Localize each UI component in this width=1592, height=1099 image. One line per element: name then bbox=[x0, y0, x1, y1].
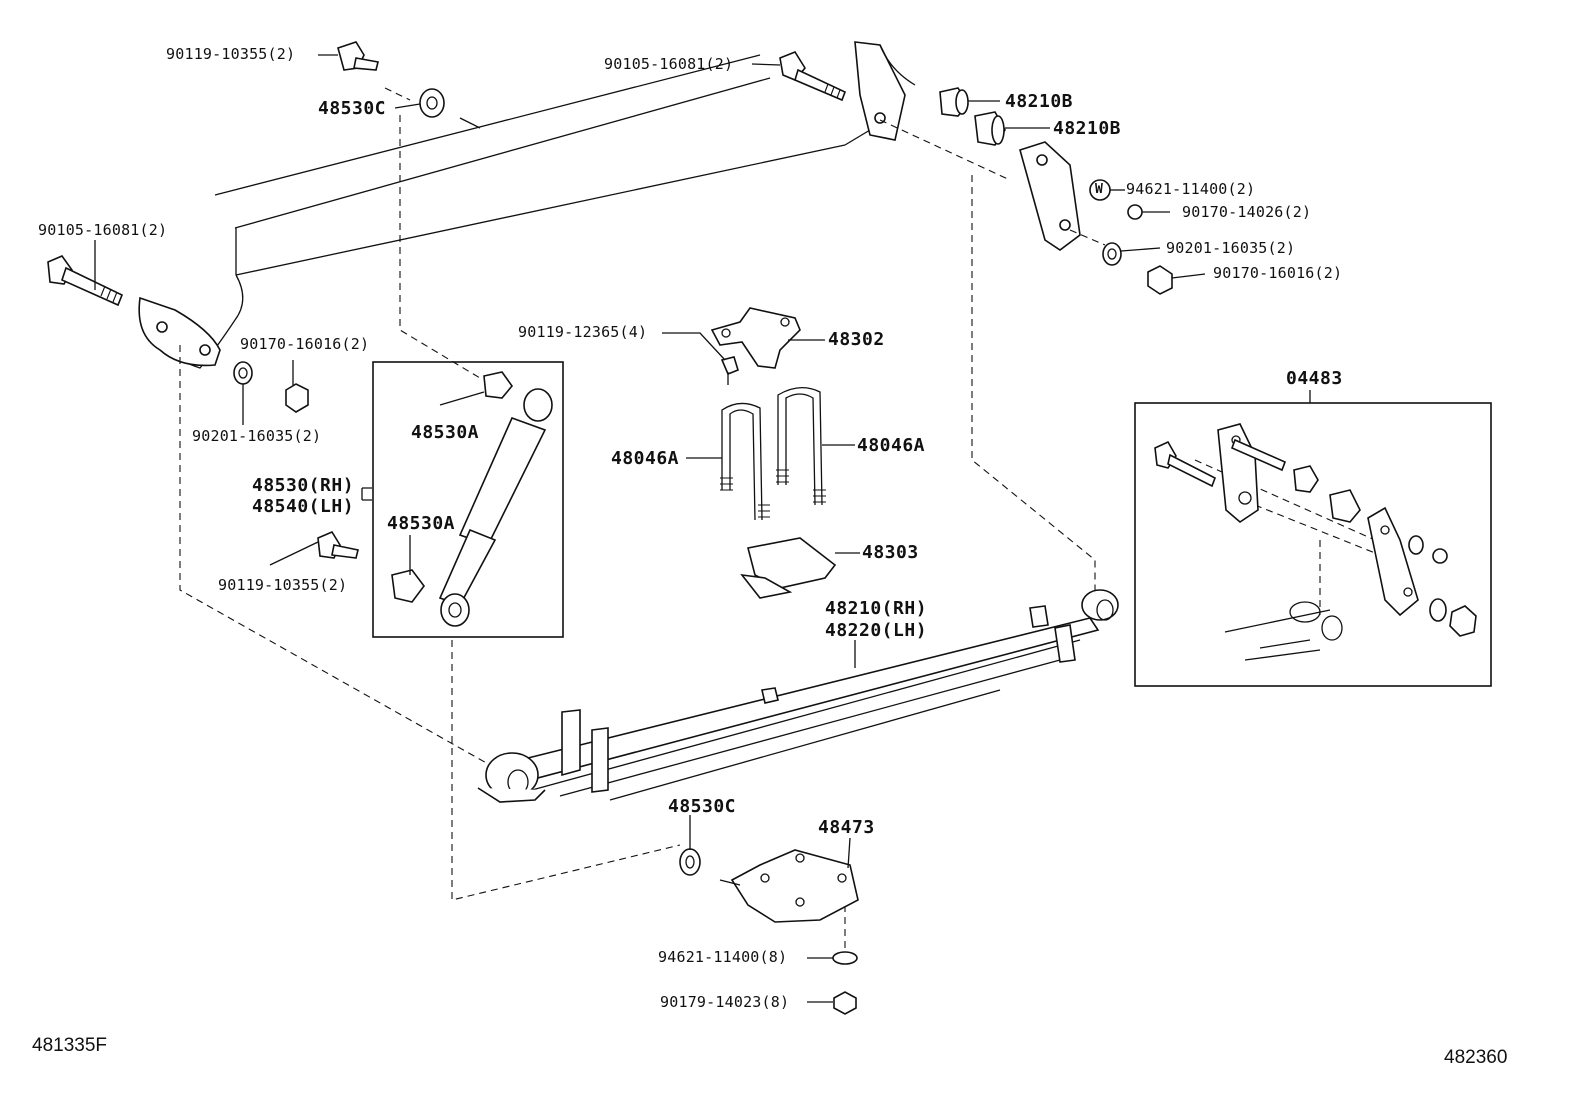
label-48473: 48473 bbox=[818, 817, 875, 838]
bolt-90119-10355-lower bbox=[317, 530, 359, 559]
bolt-90105-16081-left bbox=[47, 255, 124, 307]
nut-90179-14023 bbox=[833, 991, 857, 1015]
label-48046a-right: 48046A bbox=[857, 435, 926, 456]
label-90170-14026: 90170-14026(2) bbox=[1182, 203, 1312, 221]
nut-90170-16016-right bbox=[1147, 265, 1173, 295]
ubolts-48046a bbox=[720, 387, 826, 521]
label-90201-16035-left: 90201-16035(2) bbox=[192, 427, 322, 445]
label-90170-16016-right: 90170-16016(2) bbox=[1213, 264, 1343, 282]
label-48530c-bottom: 48530C bbox=[668, 796, 737, 817]
label-90119-10355-lower: 90119-10355(2) bbox=[218, 576, 348, 594]
label-90119-10355-top: 90119-10355(2) bbox=[166, 45, 296, 63]
label-94621-11400-bottom: 94621-11400(8) bbox=[658, 948, 788, 966]
label-90179-14023: 90179-14023(8) bbox=[660, 993, 790, 1011]
footer-right-code: 482360 bbox=[1444, 1047, 1508, 1068]
front-hanger bbox=[138, 296, 221, 367]
plate-48473 bbox=[719, 849, 859, 923]
label-48210b-upper: 48210B bbox=[1005, 91, 1074, 112]
label-48303: 48303 bbox=[862, 542, 919, 563]
label-48530a-upper: 48530A bbox=[411, 422, 480, 443]
label-90170-16016-left: 90170-16016(2) bbox=[240, 335, 370, 353]
label-48530a-lower: 48530A bbox=[387, 513, 456, 534]
footer-left-code: 481335F bbox=[32, 1035, 108, 1056]
frame-rail bbox=[142, 54, 871, 369]
label-48046a-left: 48046A bbox=[611, 448, 680, 469]
label-90119-12365: 90119-12365(4) bbox=[518, 323, 648, 341]
label-48530c-top: 48530C bbox=[318, 98, 387, 119]
washer-90201-16035-right bbox=[1102, 242, 1122, 266]
bracket-48302 bbox=[710, 307, 801, 369]
kit-04483-box bbox=[1134, 402, 1492, 687]
seat-48303 bbox=[740, 537, 837, 599]
leaf-spring bbox=[477, 589, 1119, 803]
label-90201-16035-right: 90201-16035(2) bbox=[1166, 239, 1296, 257]
washer-symbol-label: W bbox=[1095, 182, 1104, 197]
washer-48530c-top bbox=[419, 88, 445, 118]
washer-94621-11400-bottom bbox=[832, 951, 858, 965]
bolt-90119-10355-top bbox=[337, 41, 379, 71]
label-90105-16081-left: 90105-16081(2) bbox=[38, 221, 168, 239]
label-48210b-lower: 48210B bbox=[1053, 118, 1122, 139]
label-48302: 48302 bbox=[828, 329, 885, 350]
rear-hanger bbox=[854, 41, 916, 141]
label-94621-11400-top: 94621-11400(2) bbox=[1126, 180, 1256, 198]
nut-90170-16016-left bbox=[285, 383, 309, 413]
shackle-plate bbox=[1019, 141, 1081, 251]
kit-04483-parts bbox=[1154, 423, 1477, 661]
bolt-90119-12365 bbox=[720, 356, 739, 385]
label-48540-lh: 48540(LH) bbox=[252, 496, 355, 517]
shock-absorber bbox=[438, 388, 553, 627]
nut-90170-14026 bbox=[1127, 204, 1143, 220]
label-90105-16081-center: 90105-16081(2) bbox=[604, 55, 734, 73]
label-48210-rh: 48210(RH) bbox=[825, 598, 928, 619]
label-48530-rh: 48530(RH) bbox=[252, 475, 355, 496]
washer-90201-16035-left bbox=[233, 361, 253, 385]
label-48220-lh: 48220(LH) bbox=[825, 620, 928, 641]
shock-absorber-box bbox=[372, 361, 564, 638]
bushings-48210b bbox=[939, 87, 1006, 146]
bushings-48530a bbox=[391, 371, 514, 603]
bolt-90105-16081-center bbox=[779, 51, 847, 102]
label-04483: 04483 bbox=[1286, 368, 1343, 389]
leader-lines bbox=[94, 54, 1311, 1003]
washer-48530c-bottom bbox=[679, 848, 701, 876]
